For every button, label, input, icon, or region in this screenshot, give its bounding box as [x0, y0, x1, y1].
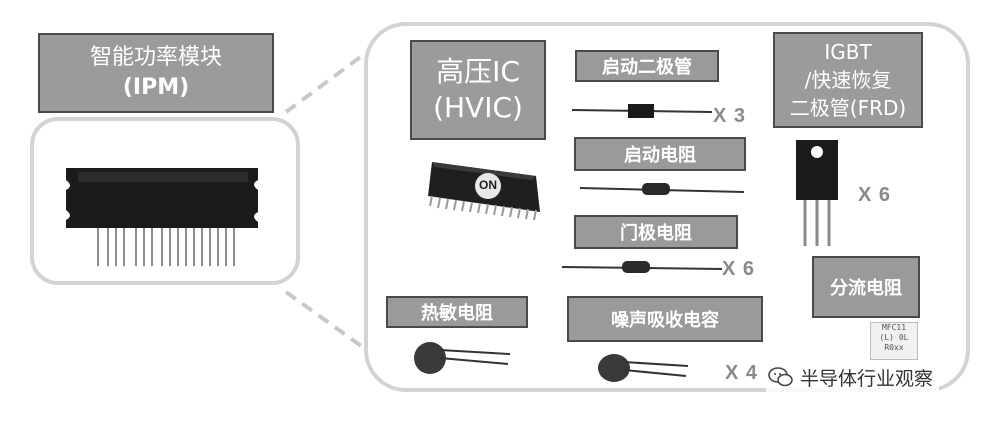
igbt-frd-label-line3: 二极管(FRD) [789, 96, 907, 120]
hvic-chip-logo: ON [479, 178, 497, 192]
hvic-label: 高压IC (HVIC) [410, 40, 546, 140]
snubber-cap-icon [598, 354, 689, 382]
snubber-cap-label: 噪声吸收电容 [567, 296, 763, 342]
boot-resistor-label: 启动电阻 [574, 137, 746, 171]
boot-diode-qty: X 3 [713, 105, 747, 127]
gate-resistor-label: 门极电阻 [574, 215, 738, 249]
igbt-frd-label-line1: IGBT [824, 40, 872, 64]
shunt-marking-2: (L) 0L [879, 333, 909, 342]
gate-resistor-qty: X 6 [722, 258, 756, 280]
ipm-title-box: 智能功率模块 (IPM) [38, 33, 274, 113]
hvic-label-line2: (HVIC) [433, 91, 523, 124]
boot-diode-icon [571, 104, 713, 118]
shunt-resistor-icon: MFC11 (L) 0L R0xx [870, 322, 918, 360]
igbt-qty: X 6 [858, 184, 892, 206]
snubber-cap-qty: X 4 [725, 362, 759, 384]
igbt-icon [796, 140, 838, 246]
wechat-icon [768, 367, 793, 387]
ipm-title-line2: (IPM) [122, 75, 190, 100]
boot-diode-label: 启动二极管 [575, 50, 719, 82]
shunt-resistor-label: 分流电阻 [812, 256, 920, 318]
hvic-label-line1: 高压IC [436, 55, 520, 88]
watermark-text: 半导体行业观察 [800, 367, 934, 390]
thermistor-label: 热敏电阻 [386, 296, 528, 328]
ipm-module-icon [66, 168, 258, 266]
igbt-frd-label-line2: /快速恢复 [804, 68, 892, 92]
ipm-title-line1: 智能功率模块 [89, 45, 222, 70]
shunt-marking-3: R0xx [884, 343, 904, 352]
thermistor-icon [414, 342, 511, 374]
igbt-frd-label: IGBT /快速恢复 二极管(FRD) [773, 32, 923, 128]
gate-resistor-icon [561, 261, 723, 273]
hvic-chip-icon [428, 162, 540, 221]
shunt-marking-1: MFC11 [881, 323, 907, 332]
watermark: 半导体行业观察 [766, 362, 940, 392]
boot-resistor-icon [579, 183, 745, 195]
